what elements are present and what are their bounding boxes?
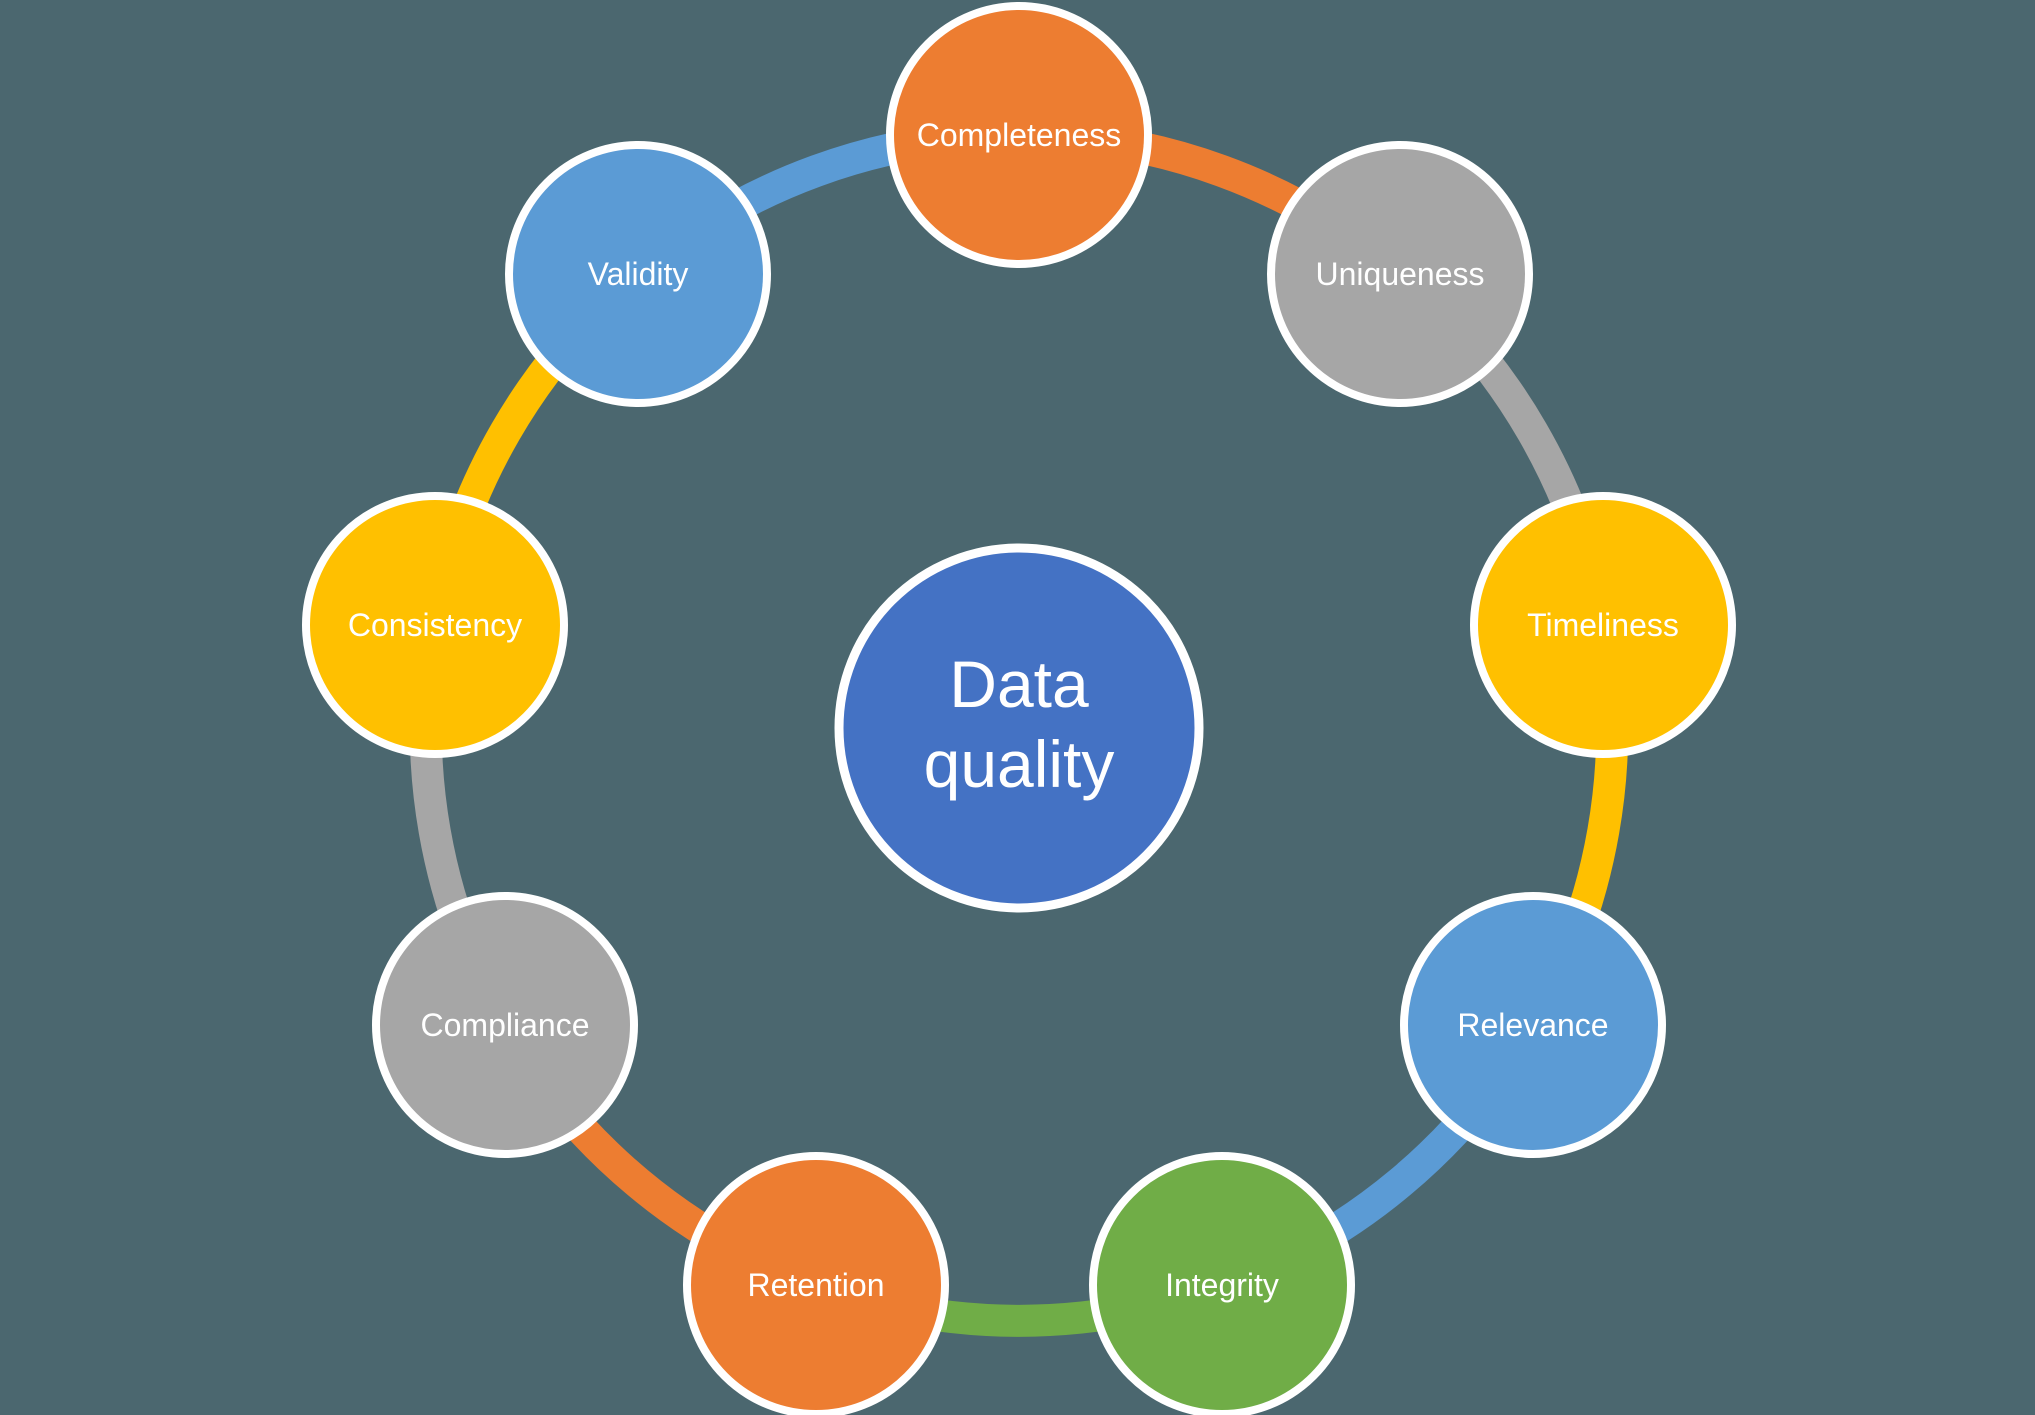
node-uniqueness-label: Uniqueness — [1316, 256, 1485, 292]
node-relevance: Relevance — [1400, 892, 1666, 1158]
node-completeness-label: Completeness — [917, 117, 1122, 153]
node-integrity: Integrity — [1089, 1152, 1355, 1415]
center-node-label-line2: quality — [924, 727, 1115, 801]
center-node-label-line1: Data — [949, 647, 1089, 721]
node-retention-label: Retention — [748, 1267, 885, 1303]
node-validity-label: Validity — [588, 256, 689, 292]
node-retention: Retention — [683, 1152, 949, 1415]
center-node: Data quality — [834, 543, 1204, 913]
node-retention-circle — [683, 1152, 949, 1415]
node-uniqueness-circle — [1267, 141, 1533, 407]
node-uniqueness: Uniqueness — [1267, 141, 1533, 407]
node-compliance-label: Compliance — [421, 1007, 590, 1043]
node-consistency-circle — [302, 492, 568, 758]
node-consistency: Consistency — [302, 492, 568, 758]
node-compliance: Compliance — [372, 892, 638, 1158]
node-relevance-circle — [1400, 892, 1666, 1158]
node-consistency-label: Consistency — [348, 607, 522, 643]
node-validity-circle — [505, 141, 771, 407]
node-timeliness: Timeliness — [1470, 492, 1736, 758]
node-relevance-label: Relevance — [1457, 1007, 1608, 1043]
node-integrity-circle — [1089, 1152, 1355, 1415]
node-validity: Validity — [505, 141, 771, 407]
node-integrity-label: Integrity — [1165, 1267, 1279, 1303]
node-completeness-circle — [886, 2, 1152, 268]
node-completeness: Completeness — [886, 2, 1152, 268]
node-compliance-circle — [372, 892, 638, 1158]
center-node-circle — [834, 543, 1204, 913]
node-timeliness-circle — [1470, 492, 1736, 758]
node-timeliness-label: Timeliness — [1527, 607, 1679, 643]
